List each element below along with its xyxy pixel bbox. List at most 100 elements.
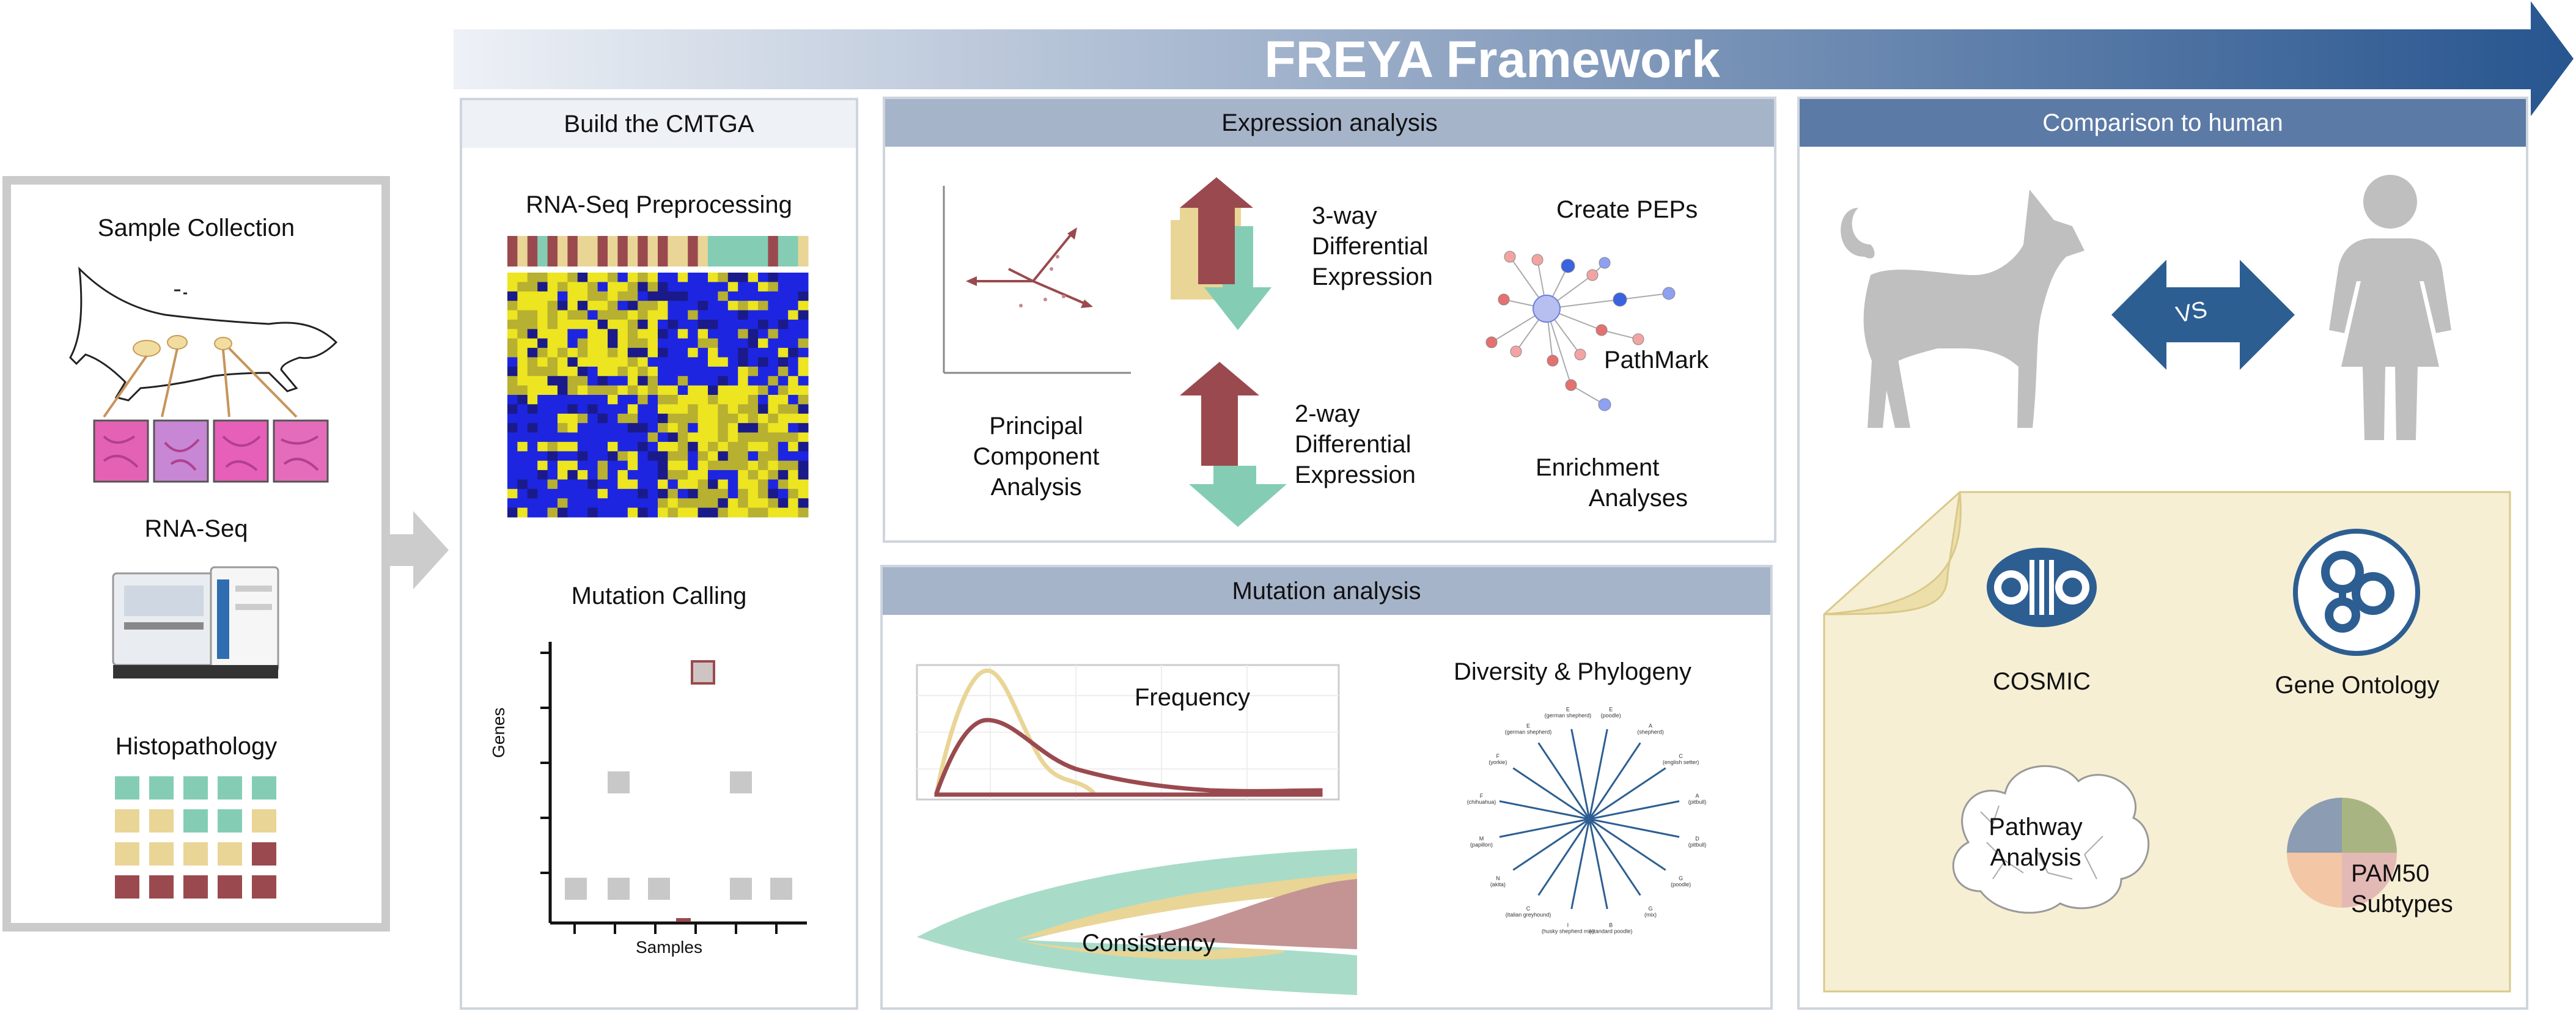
heatmap-cell	[658, 310, 668, 320]
heatmap-cell	[627, 319, 638, 329]
heatmap-cell	[758, 507, 768, 518]
heatmap-cell	[688, 385, 699, 395]
heatmap-cell	[527, 282, 538, 292]
heatmap-cell	[758, 441, 768, 452]
heatmap-cell	[798, 488, 809, 499]
heatmap-cell	[758, 291, 768, 301]
heatmap-cell	[638, 385, 649, 395]
heatmap-cell	[608, 451, 618, 461]
heatmap-cell	[558, 348, 568, 358]
heatmap-cell	[587, 338, 598, 348]
heatmap-cell	[558, 273, 568, 282]
heatmap-cell	[587, 451, 598, 461]
heatmap-cell	[768, 507, 779, 518]
heatmap-cell	[738, 423, 749, 433]
heatmap-cell	[677, 357, 688, 367]
heatmap-cell	[558, 338, 568, 348]
heatmap-cell	[507, 348, 518, 358]
heatmap-cell	[617, 423, 628, 433]
heatmap-cell	[587, 376, 598, 386]
heatmap-cell	[587, 432, 598, 443]
heatmap-cell	[608, 376, 618, 386]
heatmap-cell	[627, 507, 638, 518]
heatmap-cell	[718, 329, 729, 339]
heatmap-cell	[638, 357, 649, 367]
heatmap-cell	[668, 460, 679, 471]
heatmap-cell	[507, 441, 518, 452]
three-way-de-arrows	[1171, 177, 1271, 330]
heatmap-cell	[798, 273, 809, 282]
tree-branch	[1512, 818, 1590, 871]
heatmap-cell	[638, 348, 649, 358]
heatmap-cell	[697, 404, 708, 414]
heatmap-cell	[608, 441, 618, 452]
heatmap-cell	[647, 282, 658, 292]
grid-cell	[252, 875, 276, 899]
heatmap-cell	[658, 319, 668, 329]
heatmap-cell	[768, 376, 779, 386]
heatmap-cell	[608, 404, 618, 414]
heatmap-cell	[567, 507, 578, 518]
heatmap-cell	[627, 423, 638, 433]
grid-cell	[149, 776, 174, 800]
heatmap-cell	[608, 338, 618, 348]
heatmap-cell	[758, 376, 768, 386]
heatmap-cell	[677, 319, 688, 329]
heatmap-cell	[647, 366, 658, 377]
heatmap-cell	[537, 310, 548, 320]
heatmap-cell	[527, 357, 538, 367]
heatmap-cell	[517, 301, 528, 311]
heatmap-annotation-cell	[647, 236, 658, 267]
heatmap-cell	[727, 291, 738, 301]
heatmap-cell	[768, 291, 779, 301]
grid-cell	[115, 776, 139, 800]
woman-silhouette-icon	[2329, 175, 2451, 440]
heatmap-cell	[547, 291, 558, 301]
heatmap-cell	[547, 451, 558, 461]
heatmap-cell	[638, 282, 649, 292]
heatmap-cell	[688, 291, 699, 301]
heatmap-cell	[708, 366, 718, 377]
heatmap-cell	[647, 413, 658, 424]
heatmap-cell	[577, 423, 588, 433]
heatmap-cell	[527, 348, 538, 358]
heatmap-cell	[567, 338, 578, 348]
heatmap-cell	[577, 385, 588, 395]
heatmap-cell	[748, 301, 759, 311]
heatmap-cell	[537, 404, 548, 414]
frequency-label: Frequency	[1135, 684, 1250, 711]
three-way-de-label: 3-way Differential Expression	[1312, 202, 1433, 290]
grid-cell	[183, 809, 208, 833]
diversity-phylogeny-label: Diversity & Phylogeny	[1454, 658, 1692, 685]
framework-title: FREYA Framework	[1264, 30, 1720, 88]
dog-outline-illustration	[69, 266, 338, 418]
heatmap-cell	[658, 470, 668, 480]
rna-seq-preprocessing-label: RNA-Seq Preprocessing	[526, 191, 792, 218]
heatmap-cell	[668, 273, 679, 282]
histopathology-label: Histopathology	[115, 733, 278, 760]
heatmap-cell	[608, 366, 618, 377]
heatmap-cell	[708, 348, 718, 358]
heatmap-cell	[597, 488, 608, 499]
heatmap-cell	[778, 413, 789, 424]
heatmap-cell	[567, 404, 578, 414]
heatmap-cell	[708, 357, 718, 367]
gene-ontology-icon	[2293, 529, 2420, 656]
heatmap-cell	[627, 338, 638, 348]
grid-cell	[218, 875, 242, 899]
heatmap-cell	[608, 348, 618, 358]
heatmap-cell	[577, 498, 588, 509]
heatmap-cell	[768, 301, 779, 311]
heatmap-cell	[798, 329, 809, 339]
vs-double-arrow	[2111, 260, 2295, 370]
heatmap-cell	[798, 348, 809, 358]
heatmap-cell	[668, 319, 679, 329]
heatmap-cell	[768, 357, 779, 367]
heatmap-cell	[597, 498, 608, 509]
heatmap-cell	[627, 376, 638, 386]
heatmap-cell	[668, 366, 679, 377]
heatmap-cell	[677, 338, 688, 348]
heatmap-cell	[768, 310, 779, 320]
create-peps-label: Create PEPs	[1556, 196, 1698, 223]
heatmap-cell	[688, 338, 699, 348]
